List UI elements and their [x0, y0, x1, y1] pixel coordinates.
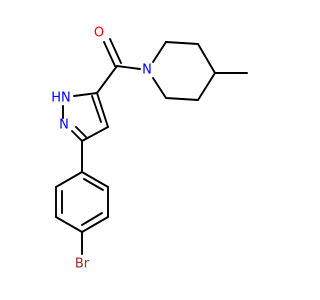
piperidine-bond-4 [197, 72, 216, 101]
carbonyl-pyrazole-bond [96, 65, 118, 94]
pyrazole-bond-c4-c5-2 [91, 95, 102, 123]
amide-nitrogen-label: N [142, 63, 152, 78]
carbonyl-bond-1 [103, 41, 116, 67]
carbonyl-amide-bond [116, 65, 141, 70]
pyrazole-bond-c5-n1 [73, 92, 98, 97]
piperidine-bond-1 [152, 41, 167, 63]
atom-labels: O N HN N Br [51, 26, 152, 272]
phenyl-inner-bond-2 [81, 212, 103, 226]
pyrazole-bond-c3-c4 [81, 126, 109, 142]
phenyl-inner-bond-1 [83, 178, 104, 191]
bromine-label: Br [75, 257, 90, 272]
pyrazole-n-label: N [59, 118, 69, 133]
phenyl-bond-6 [55, 171, 83, 188]
pyrazole-bond-c4-c5-1 [96, 92, 109, 128]
piperidine-bond-3 [197, 43, 216, 74]
piperidine-bond-6 [152, 77, 167, 99]
oxygen-label: O [94, 26, 104, 41]
bonds [55, 38, 248, 255]
molecule-structure: O N HN N Br [0, 0, 300, 300]
piperidine-bond-2 [165, 41, 199, 45]
carbonyl-bond-2 [109, 38, 122, 64]
pyrazole-bond-n2-c3-1 [71, 130, 83, 142]
canvas-background [0, 0, 300, 300]
pyrazole-bond-n2-c3-2 [75, 126, 87, 138]
piperidine-bond-5 [165, 97, 199, 101]
phenyl-bond-3 [81, 216, 109, 233]
phenyl-bond-1 [81, 171, 109, 188]
pyrazole-nh-label: HN [51, 91, 71, 106]
phenyl-bond-4 [55, 216, 83, 233]
